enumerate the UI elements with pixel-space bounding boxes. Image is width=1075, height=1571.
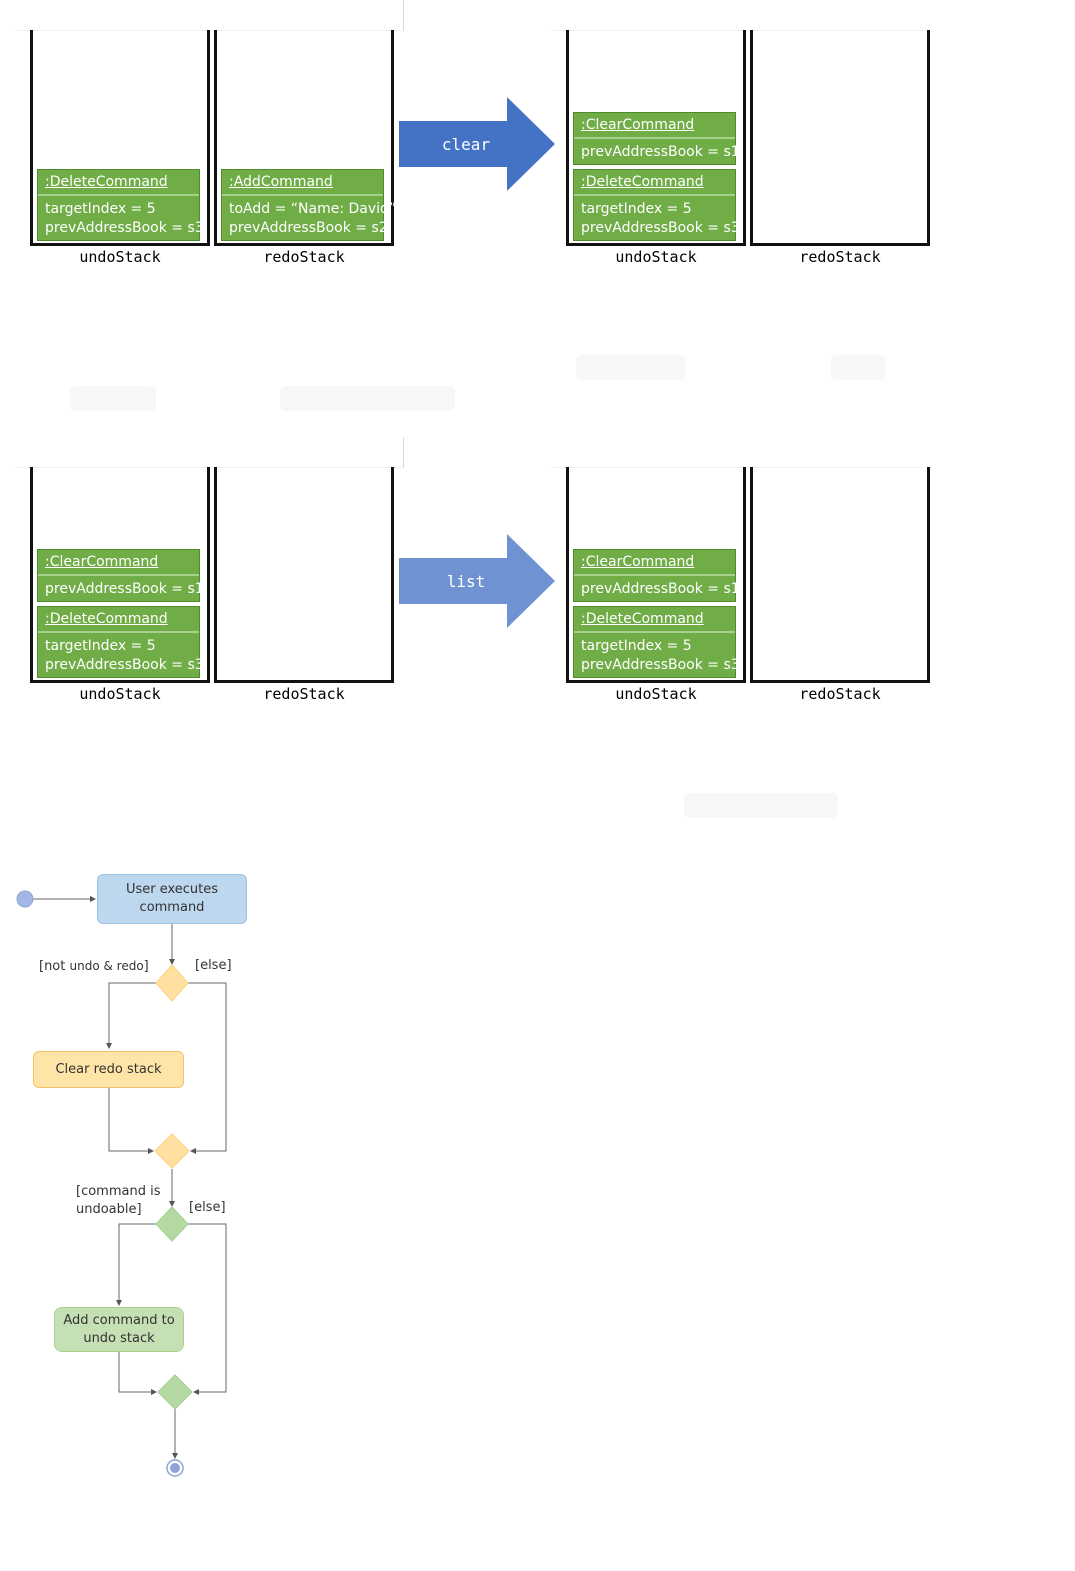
command-object: :ClearCommand prevAddressBook = s1 bbox=[573, 549, 740, 602]
command-name: :ClearCommand bbox=[574, 550, 735, 576]
command-object: :AddCommand toAdd = “Name: David” prevAddr… bbox=[221, 169, 397, 241]
undo-stack-label: undoStack bbox=[615, 248, 697, 266]
command-name: :AddCommand bbox=[222, 170, 383, 196]
command-fields: targetIndex = 5 prevAddressBook = s3 bbox=[574, 196, 740, 238]
guard-not-undo-redo: [not undo & redo] bbox=[39, 959, 149, 974]
command-fields: targetIndex = 5 prevAddressBook = s3 bbox=[38, 196, 204, 238]
guard-command-undoable-line1: [command is bbox=[76, 1184, 161, 1199]
clear-redo-stack-action: Clear redo stack bbox=[33, 1051, 184, 1088]
list-arrow bbox=[399, 534, 555, 628]
command-field: targetIndex = 5 bbox=[45, 638, 156, 654]
redo-stack bbox=[750, 30, 930, 246]
redo-stack bbox=[214, 30, 394, 246]
command-name: :DeleteCommand bbox=[574, 607, 735, 633]
user-executes-command-action: User executes command bbox=[97, 874, 247, 924]
panel-frame bbox=[551, 437, 923, 468]
undo-stack bbox=[566, 30, 746, 246]
faded-placeholder bbox=[70, 386, 156, 411]
command-name: :ClearCommand bbox=[38, 550, 199, 576]
command-field: toAdd = “Name: David” bbox=[229, 201, 397, 217]
start-node-icon bbox=[16, 890, 34, 908]
command-name: :ClearCommand bbox=[574, 113, 735, 139]
command-field: prevAddressBook = s3 bbox=[581, 220, 740, 236]
merge-diamond-icon bbox=[154, 1133, 190, 1169]
redo-stack bbox=[214, 467, 394, 683]
command-object: :ClearCommand prevAddressBook = s1 bbox=[37, 549, 204, 602]
command-object: :DeleteCommand targetIndex = 5 prevAddress… bbox=[573, 606, 740, 678]
command-field: prevAddressBook = s3 bbox=[45, 657, 204, 673]
command-field: prevAddressBook = s1 bbox=[45, 581, 204, 597]
command-fields: targetIndex = 5 prevAddressBook = s3 bbox=[38, 633, 204, 675]
command-fields: prevAddressBook = s1 bbox=[574, 139, 740, 162]
guard-else: [else] bbox=[189, 1200, 226, 1215]
command-fields: targetIndex = 5 prevAddressBook = s3 bbox=[574, 633, 740, 675]
command-field: targetIndex = 5 bbox=[45, 201, 156, 217]
command-field: targetIndex = 5 bbox=[581, 638, 692, 654]
command-object: :ClearCommand prevAddressBook = s1 bbox=[573, 112, 740, 165]
command-field: prevAddressBook = s3 bbox=[45, 220, 204, 236]
command-field: targetIndex = 5 bbox=[581, 201, 692, 217]
command-field: prevAddressBook = s1 bbox=[581, 144, 740, 160]
faded-placeholder bbox=[684, 793, 838, 818]
redo-stack-label: redoStack bbox=[263, 248, 345, 266]
command-field: prevAddressBook = s2 bbox=[229, 220, 388, 236]
panel-frame bbox=[15, 0, 404, 31]
guard-command-undoable-line2: undoable] bbox=[76, 1202, 142, 1217]
command-field: prevAddressBook = s1 bbox=[581, 581, 740, 597]
merge-diamond-icon bbox=[157, 1374, 193, 1410]
decision-diamond-icon bbox=[155, 964, 189, 1002]
faded-placeholder bbox=[280, 386, 455, 411]
activity-diagram-lines bbox=[16, 890, 227, 1477]
panel-frame bbox=[15, 437, 404, 468]
add-command-to-undo-stack-action: Add command to undo stack bbox=[54, 1307, 184, 1352]
redo-stack-label: redoStack bbox=[263, 685, 345, 703]
undo-stack bbox=[30, 30, 210, 246]
faded-placeholder bbox=[576, 355, 686, 380]
undo-stack bbox=[566, 467, 746, 683]
command-name: :DeleteCommand bbox=[38, 170, 199, 196]
undo-stack-label: undoStack bbox=[79, 248, 161, 266]
command-fields: prevAddressBook = s1 bbox=[574, 576, 740, 599]
undo-stack-label: undoStack bbox=[79, 685, 161, 703]
redo-stack-label: redoStack bbox=[799, 685, 881, 703]
command-fields: prevAddressBook = s1 bbox=[38, 576, 204, 599]
command-name: :DeleteCommand bbox=[574, 170, 735, 196]
command-field: prevAddressBook = s3 bbox=[581, 657, 740, 673]
command-object: :DeleteCommand targetIndex = 5 prevAddress… bbox=[573, 169, 740, 241]
guard-else: [else] bbox=[195, 958, 232, 973]
decision-diamond-icon bbox=[155, 1206, 189, 1242]
end-node-core-icon bbox=[170, 1463, 180, 1473]
command-name: :DeleteCommand bbox=[38, 607, 199, 633]
faded-placeholder bbox=[831, 355, 886, 380]
clear-arrow-label: clear bbox=[441, 135, 491, 154]
undo-stack-label: undoStack bbox=[615, 685, 697, 703]
undo-stack bbox=[30, 467, 210, 683]
list-arrow-label: list bbox=[446, 572, 486, 591]
command-object: :DeleteCommand targetIndex = 5 prevAddress… bbox=[37, 606, 204, 678]
panel-frame bbox=[551, 0, 923, 31]
clear-arrow bbox=[399, 97, 555, 191]
redo-stack bbox=[750, 467, 930, 683]
redo-stack-label: redoStack bbox=[799, 248, 881, 266]
command-object: :DeleteCommand targetIndex = 5 prevAddress… bbox=[37, 169, 204, 241]
command-fields: toAdd = “Name: David” prevAddressBook = s… bbox=[222, 196, 397, 238]
